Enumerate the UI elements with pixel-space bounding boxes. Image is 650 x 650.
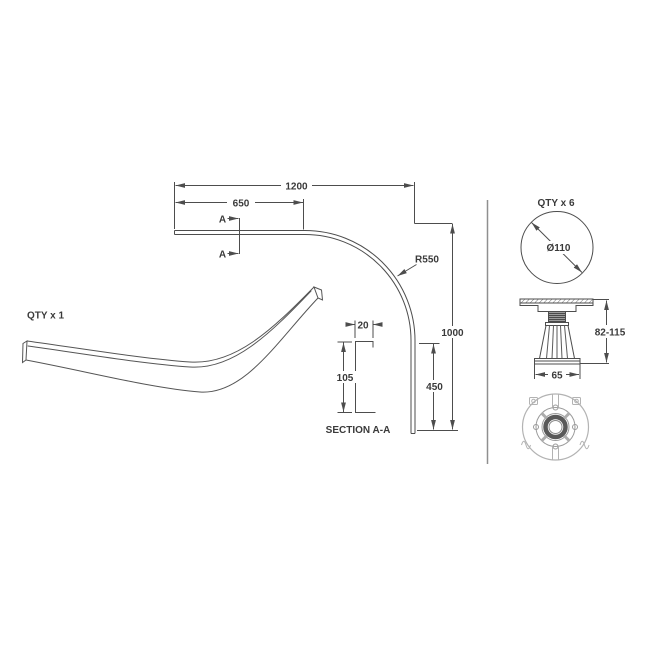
leg-top-circle [520,211,594,284]
dim-1200-label: 1200 [285,182,308,193]
leg-bottom-hub-ring [541,413,570,441]
dim-105-label: 105 [337,373,354,384]
dim-450-label: 450 [426,382,443,393]
leg-thread-lines [548,313,566,322]
section-view [337,320,383,413]
panel-end-cap-right [313,286,324,301]
leg-plate-outline [519,298,594,312]
leg-bottom-screw-holes [533,404,578,450]
leg-cone-left-edge [539,325,547,359]
section-profile-top-flange [355,341,374,348]
panel-thickness-edge [27,290,312,368]
leg-bottom-outer-circle [521,393,590,461]
panel-qty-label: QTY x 1 [27,311,64,322]
leg-bottom-center-ring [543,414,568,440]
dim-20-label: 20 [357,321,369,332]
leg-bottom-spokes [540,411,571,443]
panel-top-edge [26,286,315,363]
leg-bottom-view [521,393,590,461]
leg-bottom-inner-circle [535,407,576,447]
radius-leader [397,264,417,277]
dim-base-width-label: 65 [551,371,563,382]
tray-outline-outer [174,230,416,434]
dim-1000-label: 1000 [441,328,464,339]
panel-bottom-edge [25,297,319,393]
panel-3d-view [21,286,324,393]
plan-view [174,182,458,434]
leg-bottom-ribs [552,394,559,460]
leg-cone-ribs [546,325,568,359]
leg-side-view [519,298,609,379]
dim-height-range-label: 82-115 [595,328,626,339]
section-marker-top-label: A [219,215,226,226]
radius-r550-label: R550 [415,255,439,266]
dim-650-label: 650 [233,199,250,210]
legs-qty-label: QTY x 6 [537,198,574,209]
leg-plate-hatch [519,298,594,304]
drawing-labels: 1200 650 A A R550 1000 450 20 105 SECTIO… [27,182,626,437]
panel-end-cap-left [21,340,28,364]
leg-bottom-clips [521,397,590,450]
leg-collar [545,322,569,326]
section-title: SECTION A-A [326,425,391,436]
tray-outline-inner [174,234,412,434]
dim-diameter-label: Ø110 [547,243,571,254]
leg-cone-right-edge [567,325,575,359]
section-marker-bottom-label: A [219,250,226,261]
leg-bottom-center-hole [548,420,563,434]
dim-text-backgrounds [227,180,629,392]
